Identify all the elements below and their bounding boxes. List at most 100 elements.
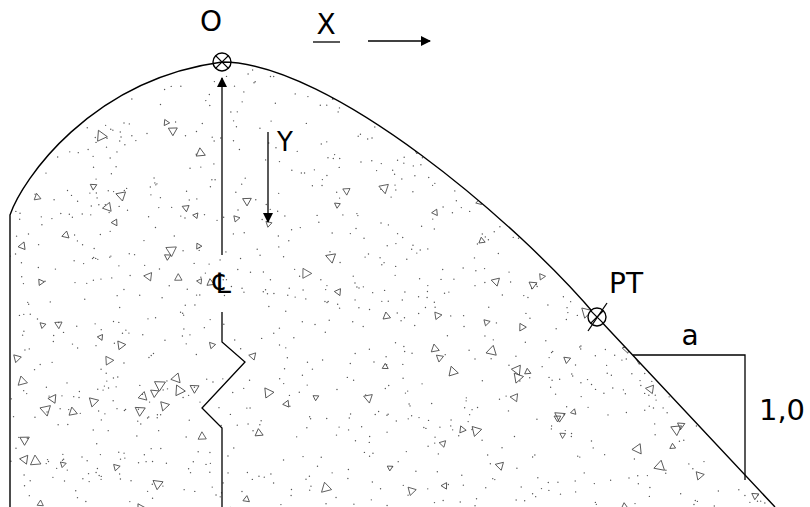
stipple-dot: [458, 139, 459, 140]
stipple-dot: [477, 243, 478, 244]
stipple-dot: [574, 480, 575, 481]
stipple-dot: [64, 480, 65, 481]
stipple-dot: [299, 276, 300, 277]
stipple-dot: [307, 96, 308, 97]
stipple-dot: [56, 129, 57, 130]
stipple-dot: [94, 323, 95, 324]
stipple-dot: [384, 100, 385, 101]
stipple-dot: [706, 134, 707, 135]
stipple-dot: [47, 58, 48, 59]
stipple-dot: [713, 114, 714, 115]
stipple-dot: [527, 297, 528, 298]
stipple-dot: [288, 240, 289, 241]
stipple-dot: [411, 122, 412, 123]
stipple-dot: [51, 117, 52, 118]
stipple-dot: [230, 414, 231, 415]
stipple-dot: [474, 94, 475, 95]
stipple-dot: [485, 236, 486, 237]
stipple-dot: [794, 450, 795, 451]
stipple-dot: [500, 214, 501, 215]
stipple-dot: [142, 77, 143, 78]
stipple-dot: [686, 400, 687, 401]
aggregate-mark: [11, 57, 22, 68]
stipple-dot: [493, 339, 494, 340]
stipple-dot: [651, 381, 652, 382]
stipple-dot: [474, 505, 475, 506]
stipple-dot: [336, 389, 337, 390]
stipple-dot: [24, 349, 25, 350]
stipple-dot: [670, 375, 671, 376]
aggregate-mark: [622, 343, 632, 353]
stipple-dot: [358, 287, 359, 288]
stipple-dot: [571, 436, 572, 437]
stipple-dot: [397, 233, 398, 234]
stipple-dot: [804, 68, 805, 69]
stipple-dot: [668, 78, 669, 79]
stipple-dot: [339, 107, 340, 108]
stipple-dot: [513, 197, 514, 198]
stipple-dot: [244, 232, 245, 233]
stipple-dot: [209, 472, 210, 473]
stipple-dot: [599, 176, 600, 177]
aggregate-mark: [102, 202, 111, 212]
stipple-dot: [789, 136, 790, 137]
stipple-dot: [108, 60, 109, 61]
stipple-dot: [86, 460, 87, 461]
stipple-dot: [98, 410, 99, 411]
stipple-dot: [502, 184, 503, 185]
stipple-dot: [736, 401, 737, 402]
stipple-dot: [208, 263, 209, 264]
aggregate-mark: [435, 311, 443, 319]
stipple-dot: [462, 267, 463, 268]
stipple-dot: [645, 211, 646, 212]
aggregate-mark: [645, 384, 654, 394]
stipple-dot: [166, 463, 167, 464]
stipple-dot: [194, 304, 195, 305]
stipple-dot: [23, 390, 24, 391]
stipple-dot: [296, 436, 297, 437]
stipple-dot: [428, 177, 429, 178]
stipple-dot: [693, 504, 694, 505]
stipple-dot: [453, 55, 454, 56]
stipple-dot: [21, 262, 22, 263]
stipple-dot: [768, 206, 769, 207]
stipple-dot: [309, 416, 310, 417]
stipple-dot: [411, 415, 412, 416]
stipple-dot: [333, 85, 334, 86]
stipple-dot: [121, 57, 122, 58]
stipple-dot: [596, 504, 597, 505]
stipple-dot: [385, 388, 386, 389]
stipple-dot: [48, 395, 49, 396]
stipple-dot: [587, 193, 588, 194]
stipple-dot: [210, 463, 211, 464]
stipple-dot: [416, 106, 417, 107]
stipple-dot: [89, 192, 90, 193]
stipple-dot: [152, 461, 153, 462]
stipple-dot: [116, 295, 117, 296]
stipple-dot: [147, 318, 148, 319]
stipple-dot: [237, 209, 238, 210]
stipple-dot: [649, 405, 650, 406]
stipple-dot: [39, 364, 40, 365]
stipple-dot: [485, 143, 486, 144]
stipple-dot: [427, 285, 428, 286]
stipple-dot: [657, 276, 658, 277]
aggregate-mark: [114, 338, 125, 349]
stipple-dot: [29, 348, 30, 349]
stipple-dot: [360, 134, 361, 135]
stipple-dot: [158, 207, 159, 208]
stipple-dot: [471, 409, 472, 410]
aggregate-mark: [155, 377, 168, 391]
stipple-dot: [180, 215, 181, 216]
stipple-dot: [595, 279, 596, 280]
stipple-dot: [335, 497, 336, 498]
stipple-dot: [155, 317, 156, 318]
aggregate-mark: [5, 70, 19, 84]
stipple-dot: [321, 457, 322, 458]
aggregate-mark: [303, 268, 312, 278]
stipple-dot: [322, 179, 323, 180]
aggregate-mark: [494, 460, 503, 470]
stipple-dot: [423, 427, 424, 428]
stipple-dot: [640, 385, 641, 386]
stipple-dot: [142, 334, 143, 335]
